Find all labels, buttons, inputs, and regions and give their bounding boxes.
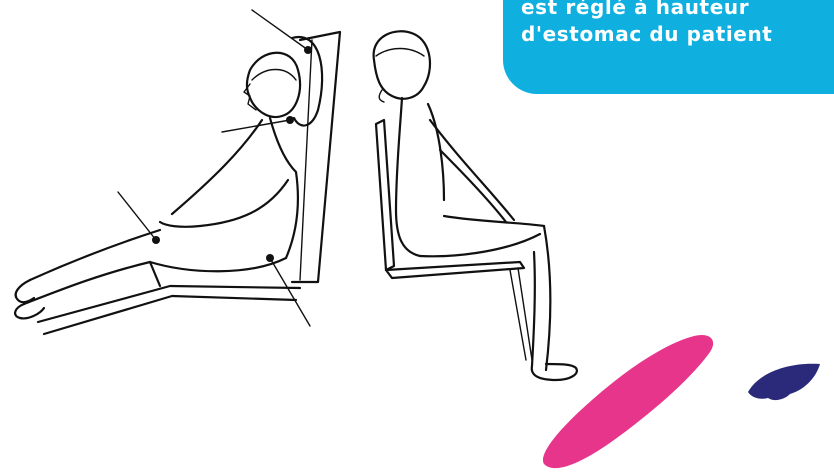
- reclining-patient-icon: [15, 10, 340, 334]
- callout-line-1: est réglé à hauteur: [521, 0, 834, 21]
- callout-line-2: d'estomac du patient: [521, 21, 834, 48]
- info-callout: est réglé à hauteur d'estomac du patient: [503, 0, 834, 94]
- navy-leaf-blob: [744, 360, 824, 404]
- pink-brush-stroke: [530, 330, 720, 473]
